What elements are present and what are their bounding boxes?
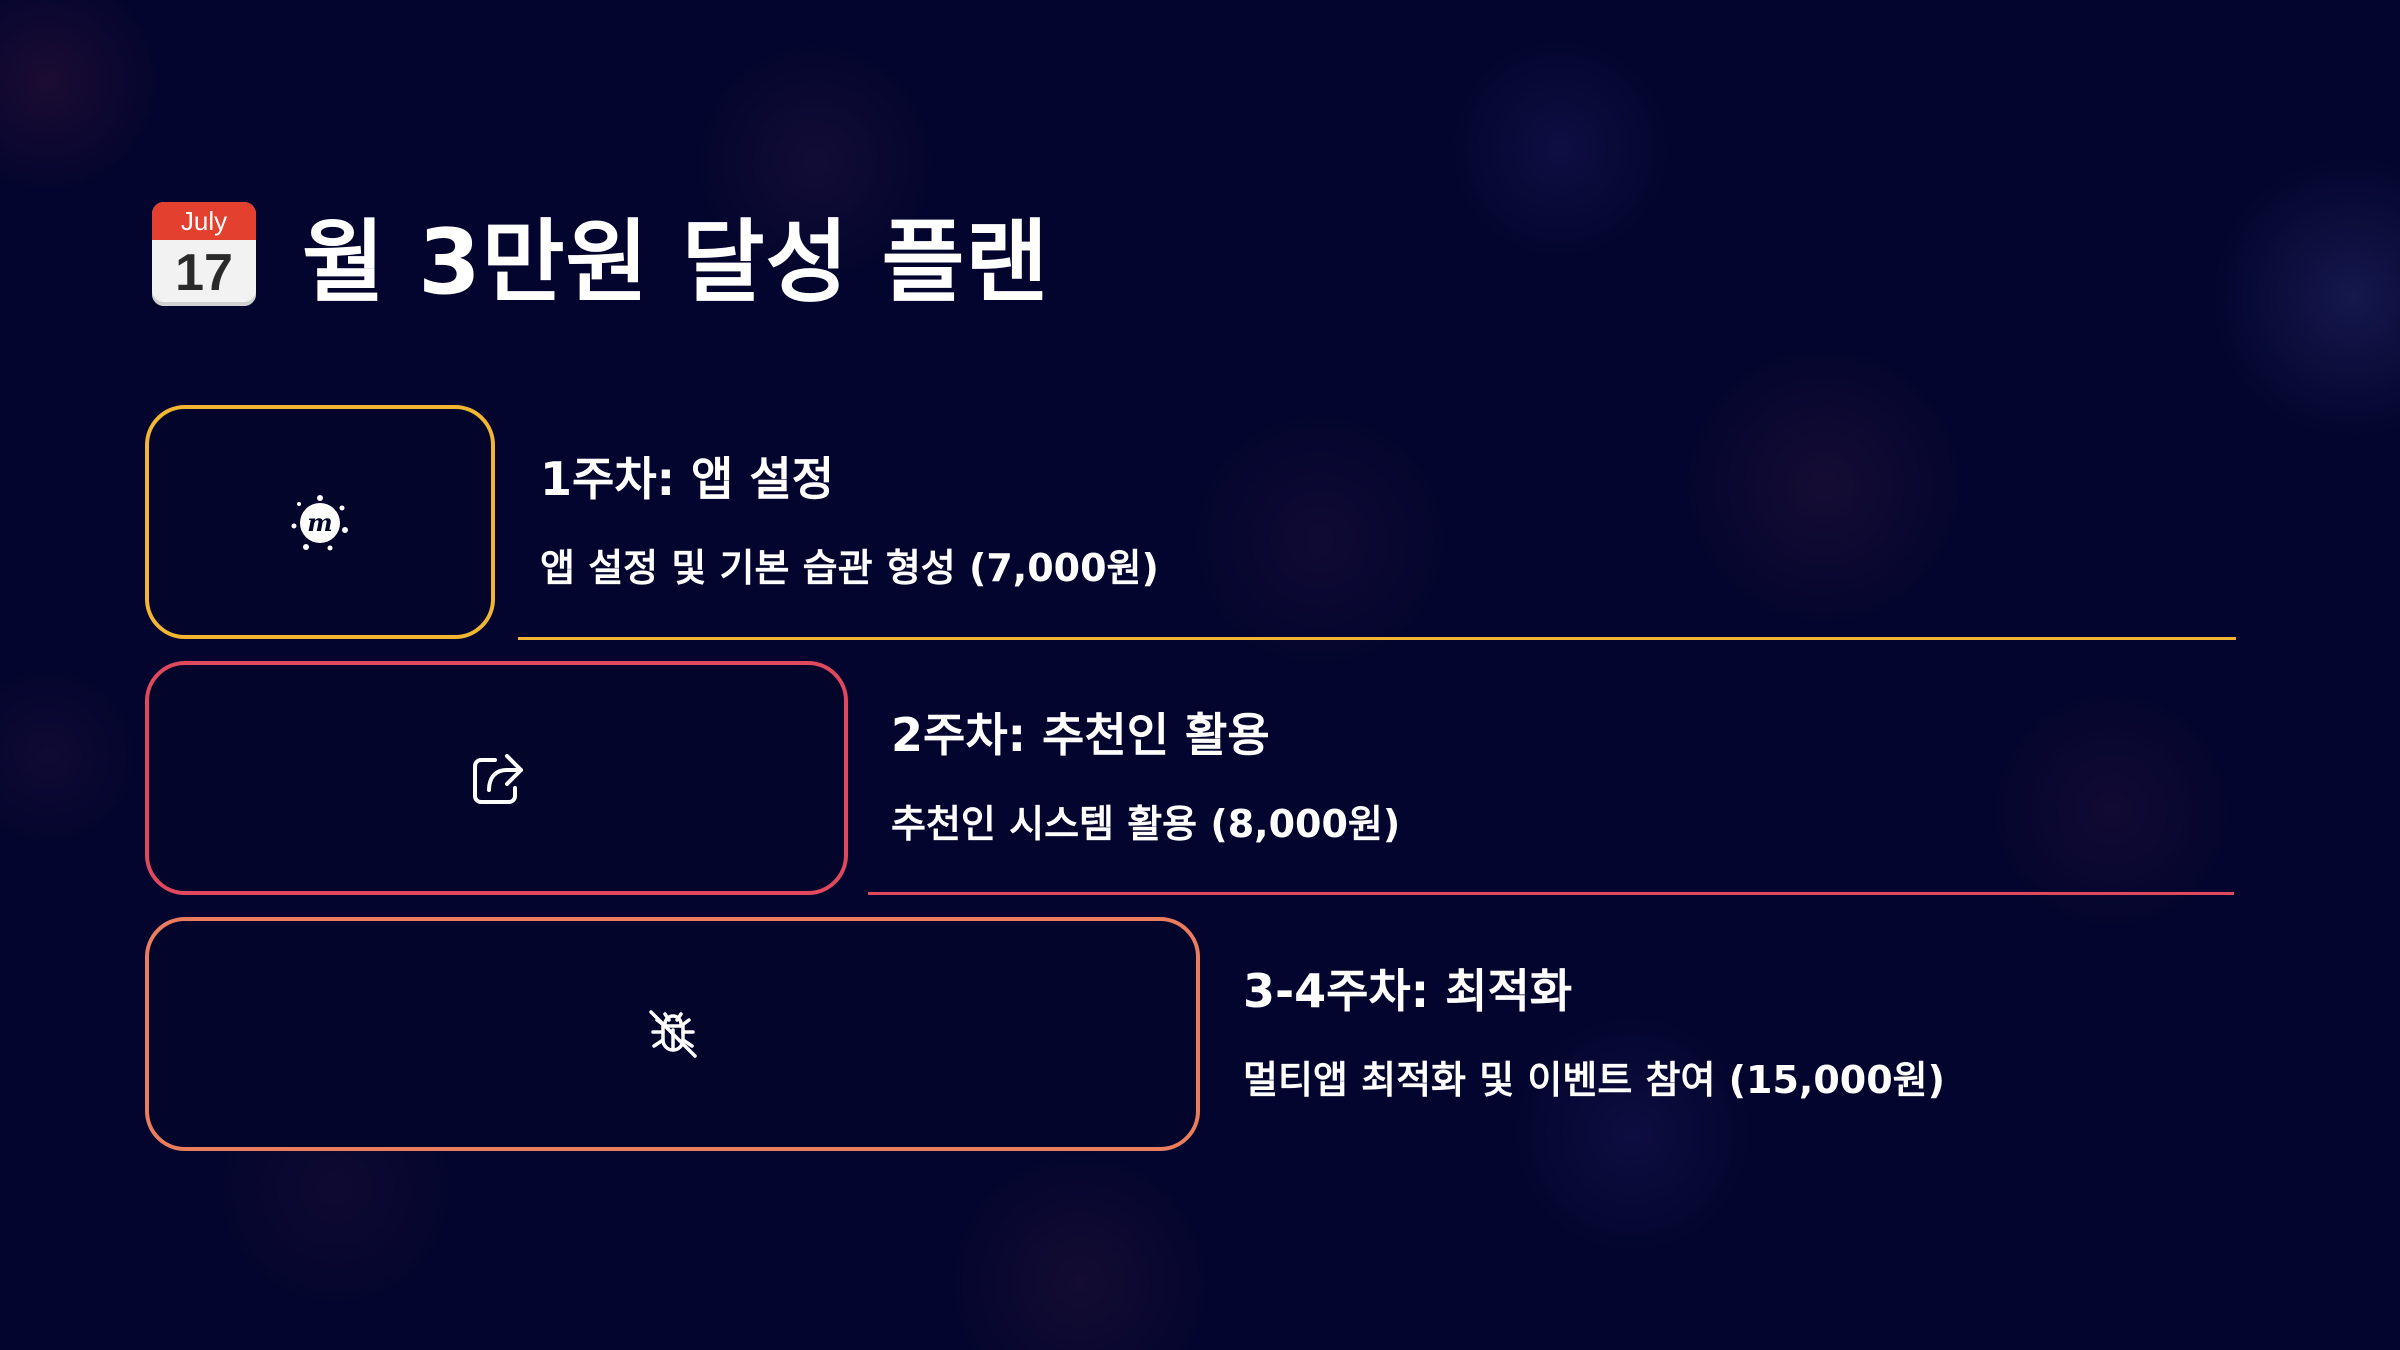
calendar-day: 17 xyxy=(175,244,233,302)
page-header: July 17 월 3만원 달성 플랜 xyxy=(152,196,1049,315)
bug-off-icon xyxy=(648,1010,697,1058)
step-card-week-1: m xyxy=(145,405,495,639)
calendar-icon: July 17 xyxy=(152,202,256,306)
step-title-week-3-4: 3-4주차: 최적화 xyxy=(1243,964,1573,1018)
calendar-month: July xyxy=(152,202,256,240)
step-card-week-2 xyxy=(145,661,848,895)
step-divider-week-2 xyxy=(868,892,2234,895)
step-divider-week-1 xyxy=(518,637,2236,640)
step-description-week-3-4: 멀티앱 최적화 및 이벤트 참여 (15,000원) xyxy=(1243,1058,1946,1102)
share-icon xyxy=(472,754,523,804)
step-description-week-2: 추천인 시스템 활용 (8,000원) xyxy=(891,802,1401,846)
step-title-week-2: 2주차: 추천인 활용 xyxy=(891,708,1270,762)
step-title-week-1: 1주차: 앱 설정 xyxy=(540,452,835,506)
step-card-week-3-4 xyxy=(145,917,1200,1151)
page-title: 월 3만원 달성 플랜 xyxy=(302,210,1050,315)
svg-text:m: m xyxy=(307,508,332,537)
step-description-week-1: 앱 설정 및 기본 습관 형성 (7,000원) xyxy=(540,546,1159,590)
meetup-logo-icon: m xyxy=(291,495,348,551)
